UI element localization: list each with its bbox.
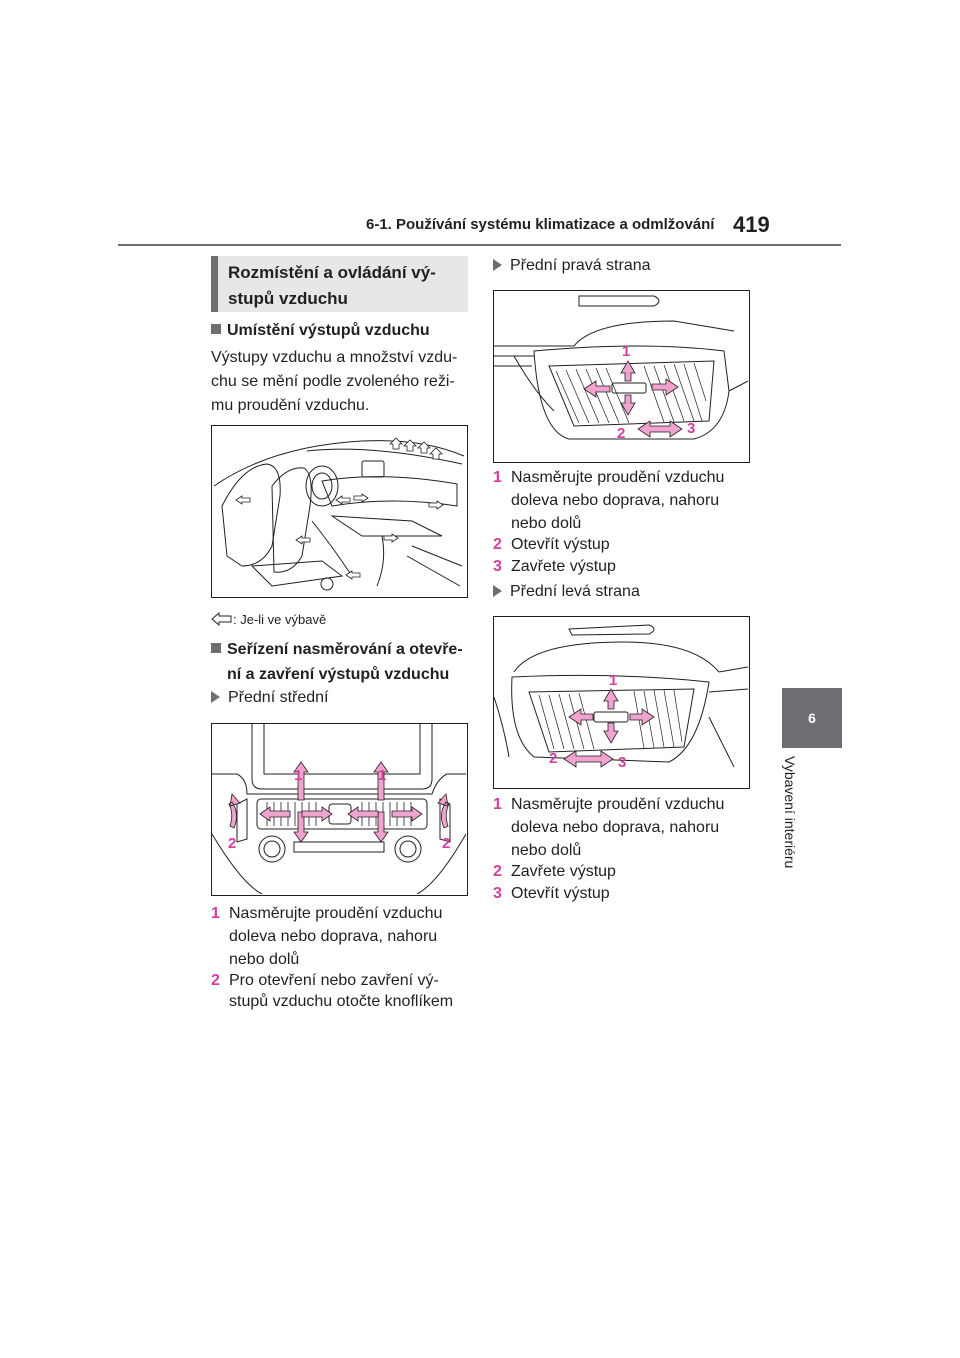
square-bullet-icon bbox=[211, 643, 221, 653]
location-line: mu proudění vzduchu. bbox=[211, 397, 370, 414]
location-text: Výstupy vzduchu a množství vzdu- chu se … bbox=[211, 346, 457, 418]
step-number: 1 bbox=[493, 796, 502, 813]
left-vent-illustration: 1 2 3 bbox=[493, 616, 750, 789]
chapter-title: Vybavení interiéru bbox=[782, 756, 798, 869]
section-heading-box: Rozmístění a ovládání vý- stupů vzduchu bbox=[211, 256, 468, 312]
legend: : Je-li ve výbavě bbox=[211, 611, 327, 627]
cabin-drawing bbox=[213, 437, 465, 591]
callout-3: 3 bbox=[687, 420, 695, 437]
location-line: Výstupy vzduchu a množství vzdu- bbox=[211, 349, 458, 366]
section-heading-line1: Rozmístění a ovládání vý- bbox=[228, 263, 436, 282]
front-right-label: Přední pravá strana bbox=[493, 254, 651, 278]
front-left-step-3: 3 Otevřít výstup bbox=[493, 882, 610, 905]
page-number: 419 bbox=[733, 212, 770, 237]
step-number: 1 bbox=[493, 469, 502, 486]
chapter-number: 6 bbox=[808, 710, 816, 726]
right-vent-drawing: 1 2 3 bbox=[494, 295, 749, 442]
step-line: Zavřete výstup bbox=[511, 863, 616, 880]
legend-text: : Je-li ve výbavě bbox=[233, 612, 327, 627]
section-header-title: 6-1. Používání systému klimatizace a odm… bbox=[366, 216, 715, 233]
triangle-bullet-icon bbox=[493, 259, 502, 271]
callout-3: 3 bbox=[618, 754, 626, 771]
chapter-tab[interactable]: 6 bbox=[782, 688, 842, 748]
adjust-heading: Seřízení nasměrování a otevře- ní a zavř… bbox=[211, 637, 463, 687]
center-vents-illustration: 1 1 2 2 bbox=[211, 723, 468, 896]
step-number: 1 bbox=[211, 905, 220, 922]
step-line: nebo dolů bbox=[511, 842, 582, 859]
adjust-heading-line2: ní a zavření výstupů vzduchu bbox=[227, 666, 450, 683]
triangle-bullet-icon bbox=[211, 691, 220, 703]
front-center-label-text: Přední střední bbox=[228, 689, 329, 706]
step-line: Nasměrujte proudění vzduchu bbox=[229, 905, 443, 922]
right-vent-illustration: 1 2 3 bbox=[493, 290, 750, 463]
step-line: stupů vzduchu otočte knoflíkem bbox=[229, 993, 454, 1010]
front-left-step-2: 2 Zavřete výstup bbox=[493, 860, 616, 883]
front-right-label-text: Přední pravá strana bbox=[510, 257, 651, 274]
left-vent-drawing: 1 2 3 bbox=[494, 624, 749, 771]
step-line: Pro otevření nebo zavření vý- bbox=[229, 972, 439, 989]
header-divider bbox=[118, 244, 841, 246]
location-heading-text: Umístění výstupů vzduchu bbox=[227, 322, 430, 339]
step-number: 3 bbox=[493, 558, 502, 575]
step-number: 2 bbox=[493, 536, 502, 553]
chapter-label: Vybavení interiéru bbox=[782, 756, 810, 886]
front-left-label: Přední levá strana bbox=[493, 580, 640, 604]
callout-2: 2 bbox=[228, 835, 236, 852]
callout-2: 2 bbox=[617, 425, 625, 442]
step-line: doleva nebo doprava, nahoru bbox=[511, 819, 720, 836]
front-center-step-2: 2 Pro otevření nebo zavření vý- stupů vz… bbox=[211, 970, 453, 1012]
callout-1: 1 bbox=[609, 672, 617, 689]
triangle-bullet-icon bbox=[493, 585, 502, 597]
front-right-step-3: 3 Zavřete výstup bbox=[493, 555, 616, 578]
step-line: Nasměrujte proudění vzduchu bbox=[511, 796, 725, 813]
step-line: nebo dolů bbox=[511, 515, 582, 532]
square-bullet-icon bbox=[211, 324, 221, 334]
step-line: Otevřít výstup bbox=[511, 885, 610, 902]
callout-2: 2 bbox=[549, 750, 557, 767]
front-center-label: Přední střední bbox=[211, 686, 329, 710]
step-number: 2 bbox=[493, 863, 502, 880]
front-left-step-1: 1 Nasměrujte proudění vzduchu doleva neb… bbox=[493, 793, 724, 862]
callout-1: 1 bbox=[622, 343, 630, 360]
step-line: Nasměrujte proudění vzduchu bbox=[511, 469, 725, 486]
front-center-step-1: 1 Nasměrujte proudění vzduchu doleva neb… bbox=[211, 902, 442, 971]
step-line: doleva nebo doprava, nahoru bbox=[229, 928, 438, 945]
step-number: 2 bbox=[211, 972, 220, 989]
step-line: Zavřete výstup bbox=[511, 558, 616, 575]
optional-equipment-arrow-icon bbox=[211, 611, 232, 627]
location-line: chu se mění podle zvoleného reži- bbox=[211, 373, 455, 390]
step-line: doleva nebo doprava, nahoru bbox=[511, 492, 720, 509]
front-right-step-1: 1 Nasměrujte proudění vzduchu doleva neb… bbox=[493, 466, 724, 535]
step-line: nebo dolů bbox=[229, 951, 300, 968]
section-heading-line2: stupů vzduchu bbox=[228, 289, 348, 308]
location-heading: Umístění výstupů vzduchu bbox=[211, 318, 430, 343]
step-number: 3 bbox=[493, 885, 502, 902]
callout-2: 2 bbox=[442, 835, 450, 852]
step-line: Otevřít výstup bbox=[511, 536, 610, 553]
callout-1: 1 bbox=[378, 767, 386, 784]
front-right-step-2: 2 Otevřít výstup bbox=[493, 533, 610, 556]
center-vents-drawing: 1 1 2 2 bbox=[212, 724, 467, 895]
cabin-vents-illustration bbox=[211, 425, 468, 598]
callout-1: 1 bbox=[294, 767, 302, 784]
front-left-label-text: Přední levá strana bbox=[510, 583, 640, 600]
adjust-heading-line1: Seřízení nasměrování a otevře- bbox=[227, 641, 463, 658]
